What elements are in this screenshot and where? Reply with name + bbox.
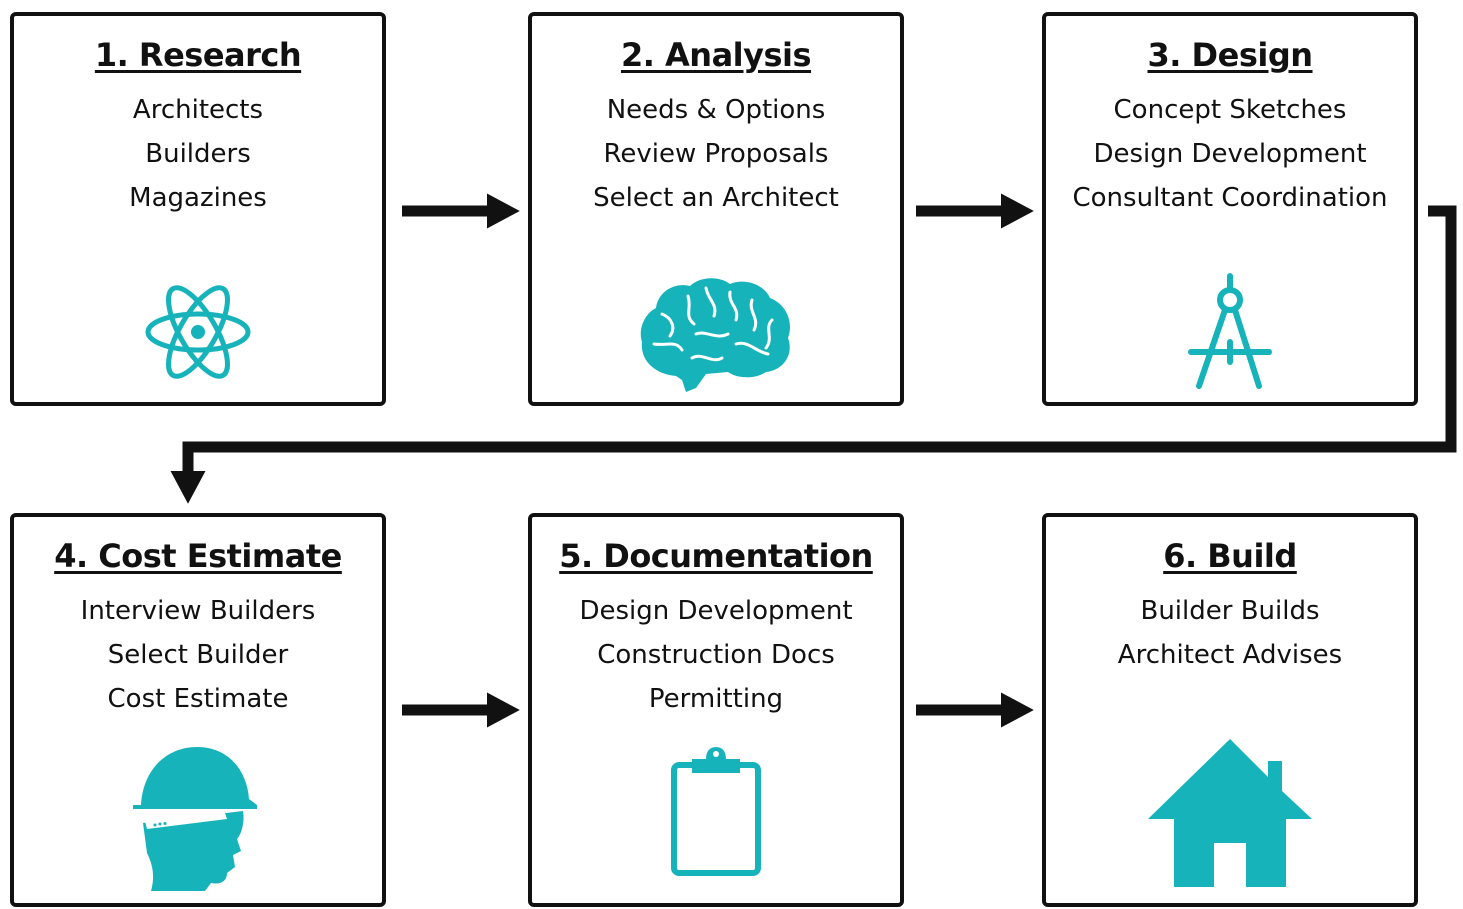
arrow-3-to-4 [170, 205, 1457, 504]
compass-icon [1188, 273, 1272, 389]
step-item: Concept Sketches [1113, 95, 1347, 125]
step-item: Magazines [129, 183, 267, 213]
step-card-design: 3. Design Concept Sketches Design Develo… [1042, 12, 1418, 406]
step-title: 3. Design [1147, 36, 1313, 74]
step-title: 2. Analysis [620, 36, 812, 74]
step-items: Interview Builders Select Builder Cost E… [14, 589, 382, 721]
house-icon [1148, 739, 1312, 887]
step-item: Builder Builds [1140, 596, 1320, 626]
step-items: Architects Builders Magazines [14, 88, 382, 220]
step-item: Architects [132, 95, 264, 125]
step-title: 5. Documentation [559, 537, 873, 575]
step-item: Cost Estimate [107, 684, 289, 714]
brain-icon [640, 278, 790, 392]
atom-icon [145, 285, 251, 379]
step-card-research: 1. Research Architects Builders Magazine… [10, 12, 386, 406]
step-item: Builders [145, 139, 251, 169]
step-item: Consultant Coordination [1072, 183, 1388, 213]
step-title: 4. Cost Estimate [54, 537, 342, 575]
step-item: Select Builder [107, 640, 289, 670]
clipboard-icon [671, 747, 761, 876]
step-item: Construction Docs [597, 640, 835, 670]
step-title: 6. Build [1163, 537, 1297, 575]
step-item: Design Development [579, 596, 853, 626]
step-item: Review Proposals [603, 139, 829, 169]
step-item: Interview Builders [80, 596, 316, 626]
step-item: Design Development [1093, 139, 1367, 169]
step-item: Select an Architect [593, 183, 839, 213]
step-item: Architect Advises [1117, 640, 1343, 670]
step-item: Permitting [648, 684, 784, 714]
step-title: 1. Research [94, 36, 302, 74]
step-item: Needs & Options [606, 95, 826, 125]
step-card-cost-estimate: 4. Cost Estimate Interview Builders Sele… [10, 513, 386, 907]
step-card-documentation: 5. Documentation Design Development Cons… [528, 513, 904, 907]
step-items: Concept Sketches Design Development Cons… [1046, 88, 1414, 220]
step-card-analysis: 2. Analysis Needs & Options Review Propo… [528, 12, 904, 406]
step-card-build: 6. Build Builder Builds Architect Advise… [1042, 513, 1418, 907]
step-items: Needs & Options Review Proposals Select … [532, 88, 900, 220]
step-items: Builder Builds Architect Advises [1046, 589, 1414, 677]
step-items: Design Development Construction Docs Per… [532, 589, 900, 721]
hard-hat-head-icon [133, 747, 257, 891]
